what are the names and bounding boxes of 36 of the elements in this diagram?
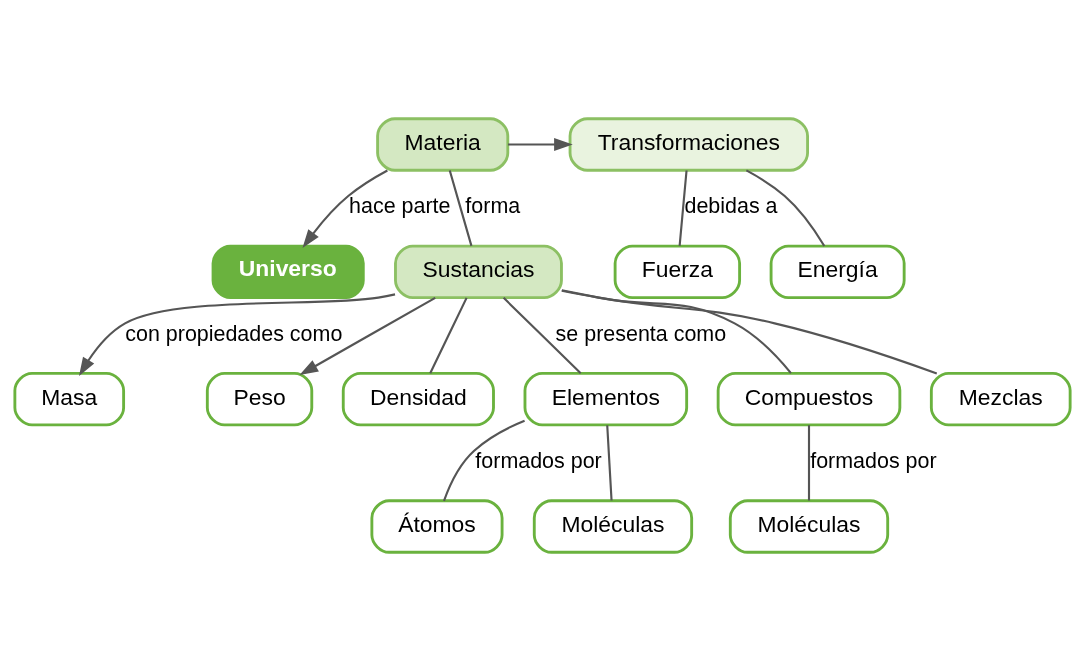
connector xyxy=(745,168,826,247)
arrow xyxy=(302,169,388,248)
node-box: Transformaciones xyxy=(568,116,809,172)
node-box: Peso xyxy=(205,371,314,426)
arrow xyxy=(508,137,573,151)
node-box: Densidad xyxy=(341,371,495,426)
node-box: Materia xyxy=(376,116,510,172)
connector xyxy=(807,424,811,501)
arrow xyxy=(299,296,436,375)
node-box: Masa xyxy=(13,371,126,426)
connector xyxy=(502,296,582,374)
node-box: Mezclas xyxy=(929,371,1072,426)
edge-label: con propiedades como xyxy=(125,321,343,346)
node-box: Energía xyxy=(769,244,906,299)
node-box: Átomos xyxy=(370,498,504,554)
node-box: Sustancias xyxy=(394,244,563,299)
edge-label: se presenta como xyxy=(555,321,727,346)
edge-label: hace parte xyxy=(349,193,451,218)
edge-label: debidas a xyxy=(684,193,778,218)
connector xyxy=(561,289,938,374)
node-box: Elementos xyxy=(523,371,689,426)
connector xyxy=(429,296,468,374)
edge-label: forma xyxy=(465,193,521,218)
node-box: Compuestos xyxy=(716,371,902,426)
connector xyxy=(442,419,525,501)
connector xyxy=(561,288,792,374)
node-box: Moléculas xyxy=(728,498,890,554)
node-box: Universo xyxy=(211,244,365,299)
arrow xyxy=(79,292,396,376)
connector xyxy=(678,169,688,246)
node-box: Moléculas xyxy=(532,498,694,554)
node-box: Fuerza xyxy=(613,244,742,299)
connector xyxy=(448,169,473,246)
connector xyxy=(606,424,613,501)
edge-label: formados por xyxy=(810,448,937,473)
edge-label: formados por xyxy=(475,448,602,473)
